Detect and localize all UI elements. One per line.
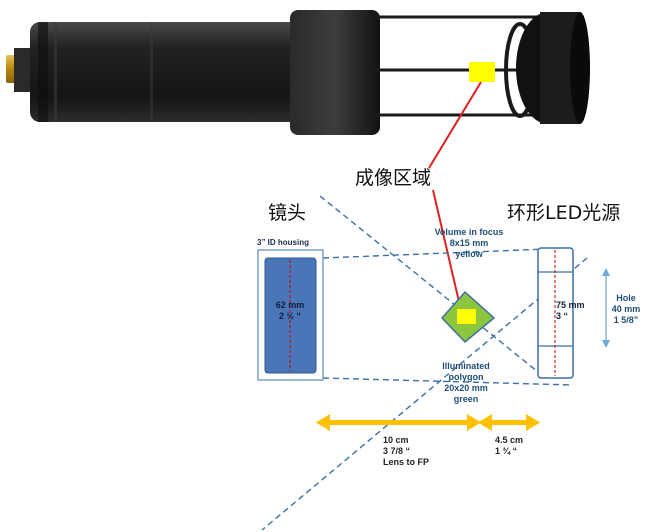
dist2-line-1: 4.5 cm	[495, 435, 524, 445]
volume-line-3: yellow	[455, 249, 483, 259]
illuminated-polygon-note: Illuminated polygon 20x20 mm green	[436, 361, 496, 405]
fp-to-light-distance: 4.5 cm 1 ¾ “	[495, 435, 523, 457]
poly-line-1: Illuminated	[442, 361, 490, 371]
pointer-line	[428, 81, 482, 169]
ring-dimension-label: 75 mm 3 “	[556, 300, 585, 322]
volume-line-1: Volume in focus	[434, 227, 504, 237]
lens-dim-in: 2 ½ “	[278, 311, 301, 321]
imaging-area-label: 成像区域	[355, 167, 432, 189]
ring-light-label: 环形LED光源	[507, 202, 621, 224]
poly-line-3: 20x20 mm	[444, 383, 488, 393]
hole-line-2: 40 mm	[611, 304, 641, 314]
lens-to-fp-distance: 10 cm 3 7/8 “ Lens to FP	[383, 435, 429, 468]
dist1-line-3: Lens to FP	[383, 457, 430, 467]
volume-line-2: 8x15 mm	[449, 238, 489, 248]
lens-dimension-label: 62 mm 2 ½ “	[272, 300, 308, 322]
focus-marker-photo	[469, 62, 495, 82]
poly-line-2: polygon	[448, 372, 484, 382]
volume-in-focus-note: Volume in focus 8x15 mm yellow	[432, 227, 506, 260]
dist1-line-2: 3 7/8 “	[383, 446, 411, 456]
lens-dim-mm: 62 mm	[275, 300, 305, 310]
front-housing	[290, 10, 380, 135]
hole-note: Hole 40 mm 1 5/8”	[608, 293, 644, 326]
dist2-line-2: 1 ¾ “	[495, 446, 518, 456]
ring-dim-mm: 75 mm	[556, 300, 585, 310]
housing-label: 3” ID housing	[257, 238, 309, 247]
hole-line-1: Hole	[616, 293, 636, 303]
light-rays	[261, 195, 588, 531]
camera-assembly	[6, 10, 590, 135]
focus-volume	[457, 309, 476, 324]
pointer-line	[432, 189, 461, 307]
distance-arrows	[316, 414, 540, 431]
hole-line-3: 1 5/8”	[613, 315, 639, 325]
lens-label: 镜头	[268, 202, 307, 224]
ring-dim-in: 3 “	[556, 311, 569, 321]
camera-body	[30, 22, 315, 122]
dist1-line-1: 10 cm	[383, 435, 409, 445]
connector	[6, 55, 16, 83]
poly-line-4: green	[453, 394, 479, 404]
